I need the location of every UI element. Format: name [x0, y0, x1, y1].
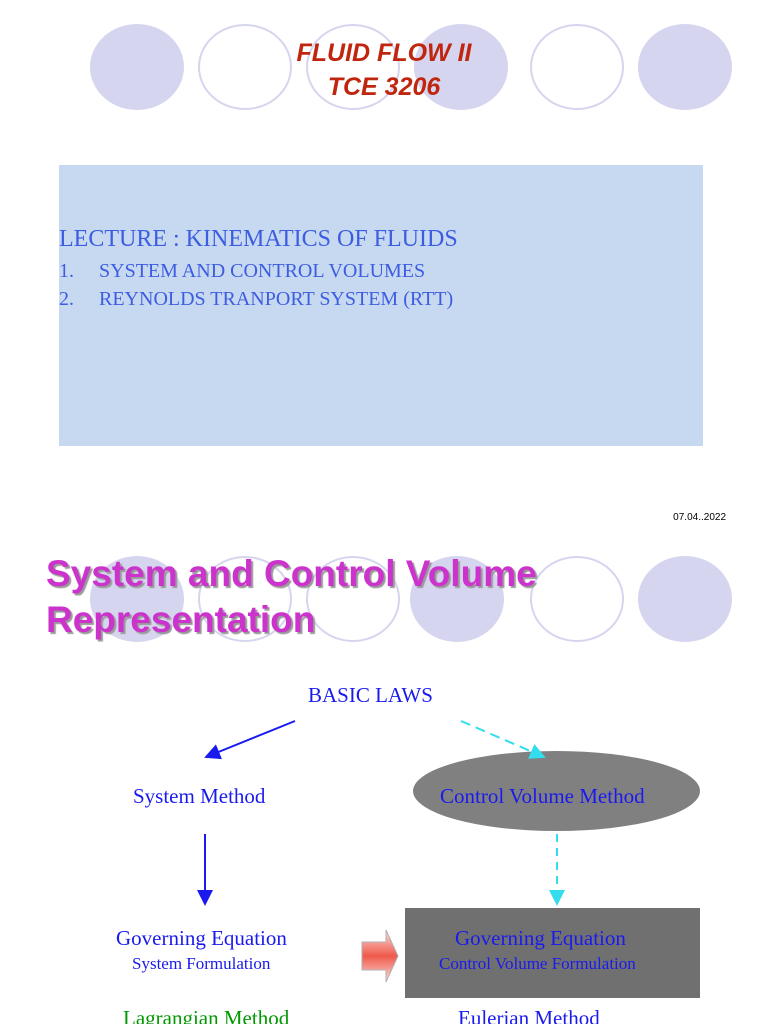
decorative-circle — [306, 24, 400, 110]
decorative-circle — [90, 556, 184, 642]
decorative-circle — [638, 24, 732, 110]
decorative-circle — [306, 556, 400, 642]
course-code: TCE 3206 — [327, 73, 441, 101]
topic-text: SYSTEM AND CONTROL VOLUMES — [99, 260, 426, 282]
control-volume-method-label: Control Volume Method — [440, 784, 645, 808]
arrow-to-system-method — [204, 720, 296, 760]
basic-laws-label: BASIC LAWS — [308, 683, 433, 707]
control-volume-formulation-box — [405, 908, 700, 998]
diagram-arrows — [197, 720, 565, 983]
fat-arrow-icon — [361, 929, 399, 983]
topic-text: REYNOLDS TRANPORT SYSTEM (RTT) — [99, 288, 454, 310]
governing-equation-left: Governing Equation — [116, 926, 287, 950]
lecture-heading: LECTURE : KINEMATICS OF FLUIDS — [59, 226, 458, 252]
topic-item: 2. REYNOLDS TRANPORT SYSTEM (RTT) — [59, 286, 453, 312]
control-volume-ellipse — [413, 751, 700, 831]
slide-title-line2: Representation — [46, 599, 316, 640]
decorative-circle — [90, 24, 184, 110]
decorative-circle — [530, 556, 624, 642]
topic-number: 2. — [59, 288, 74, 310]
diagram-slide: System and Control Volume Representation… — [0, 536, 768, 1024]
lecture-box — [59, 165, 703, 446]
governing-equation-right: Governing Equation — [455, 926, 626, 950]
lagrangian-method-label: Lagrangian Method — [123, 1006, 290, 1024]
decorative-circle — [198, 24, 292, 110]
arrow-to-control-volume-method — [460, 720, 546, 759]
topic-item: 1. SYSTEM AND CONTROL VOLUMES — [59, 258, 425, 284]
slide-title-line1: System and Control Volume — [46, 553, 537, 594]
eulerian-method-label: Eulerian Method — [458, 1006, 600, 1024]
system-method-label: System Method — [133, 784, 266, 808]
decorative-circle — [410, 556, 504, 642]
title-slide: FLUID FLOW II TCE 3206 LECTURE : KINEMAT… — [59, 24, 732, 523]
decorative-circle — [198, 556, 292, 642]
topic-number: 1. — [59, 260, 74, 282]
date-label: 07.04..2022 — [673, 512, 726, 523]
decorative-circle — [638, 556, 732, 642]
decorative-circle — [414, 24, 508, 110]
system-formulation-label: System Formulation — [132, 954, 271, 973]
control-volume-formulation-label: Control Volume Formulation — [439, 954, 636, 973]
decorative-circle — [530, 24, 624, 110]
course-title: FLUID FLOW II — [296, 39, 472, 67]
